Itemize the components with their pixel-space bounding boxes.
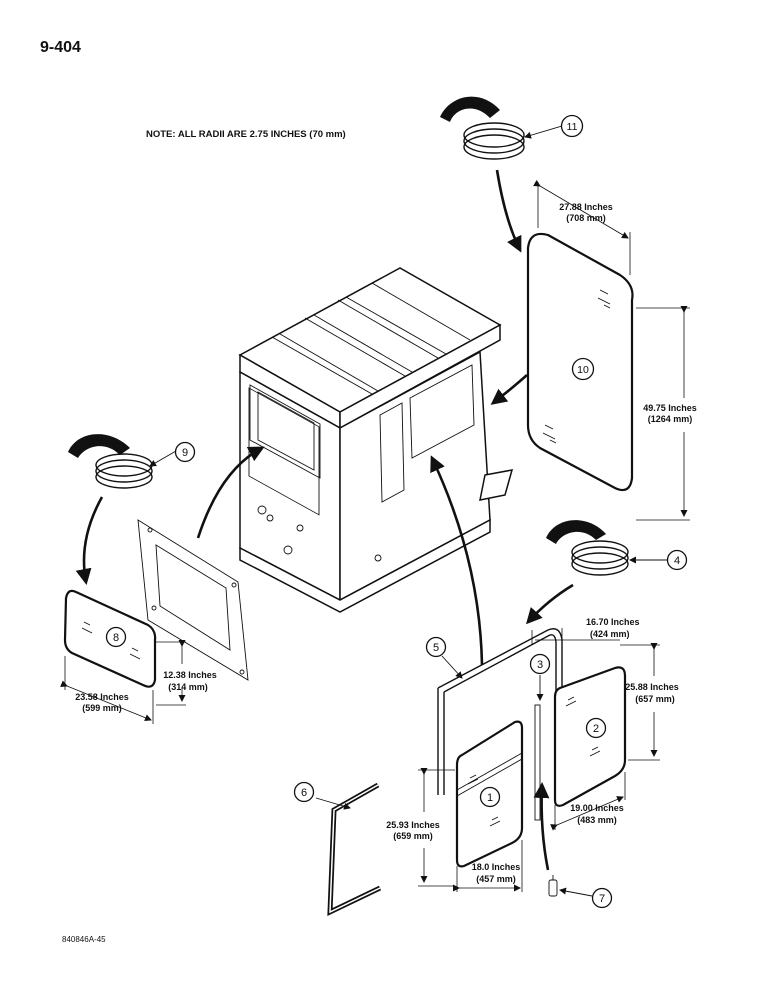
radii-note: NOTE: ALL RADII ARE 2.75 INCHES (70 mm) xyxy=(146,129,346,140)
gasket-11 xyxy=(440,96,525,160)
dim-label: 19.00 Inches xyxy=(570,803,624,813)
svg-text:2: 2 xyxy=(593,723,599,735)
dim-label: 25.93 Inches xyxy=(386,820,440,830)
gasket-9 xyxy=(68,434,153,489)
callout-leaders xyxy=(149,125,667,897)
svg-text:8: 8 xyxy=(113,632,119,644)
svg-text:10: 10 xyxy=(577,364,589,376)
dim-label: (1264 mm) xyxy=(648,414,693,424)
dim-label: (424 mm) xyxy=(590,629,630,639)
callout-bubble-2: 2 xyxy=(585,717,607,739)
seal-strip-6 xyxy=(327,782,382,917)
dim-label: (483 mm) xyxy=(577,815,617,825)
dim-label: (659 mm) xyxy=(393,831,433,841)
svg-text:3: 3 xyxy=(537,659,543,671)
dim-label: (599 mm) xyxy=(82,703,122,713)
svg-text:11: 11 xyxy=(567,121,578,133)
dim-label: (457 mm) xyxy=(476,874,516,884)
callout-bubble-3: 3 xyxy=(529,653,551,675)
page-number: 9-404 xyxy=(40,39,81,56)
dim-label: 27.88 Inches xyxy=(559,202,613,212)
dim-label: (708 mm) xyxy=(566,213,606,223)
figure-code: 840846A-45 xyxy=(62,935,106,944)
dim-label: 25.88 Inches xyxy=(625,682,679,692)
gasket-4 xyxy=(546,520,629,576)
callout-bubble-6: 6 xyxy=(293,781,315,803)
dim-label: 49.75 Inches xyxy=(643,403,697,413)
svg-text:9: 9 xyxy=(182,447,188,459)
callout-bubble-5: 5 xyxy=(425,636,447,658)
callout-bubble-4: 4 xyxy=(666,549,688,571)
callout-bubble-8: 8 xyxy=(105,626,127,648)
dimension-lines xyxy=(60,179,690,892)
gasket-plate xyxy=(137,519,249,681)
divider-strip-3 xyxy=(534,704,541,821)
svg-text:4: 4 xyxy=(674,555,680,567)
dim-label: 12.38 Inches xyxy=(163,670,217,680)
dimension-labels: 27.88 Inches (708 mm) 49.75 Inches (1264… xyxy=(75,202,697,884)
cab-frame xyxy=(238,267,514,613)
svg-text:6: 6 xyxy=(301,787,307,799)
dim-label: 23.58 Inches xyxy=(75,692,129,702)
dim-label: (314 mm) xyxy=(168,682,208,692)
callout-bubble-9: 9 xyxy=(174,441,196,463)
window-glass-2 xyxy=(553,666,627,807)
latch-7 xyxy=(548,875,558,897)
svg-text:5: 5 xyxy=(433,642,439,654)
assembly-arrows xyxy=(75,169,574,871)
dim-label: 18.0 Inches xyxy=(472,862,521,872)
callout-bubble-7: 7 xyxy=(591,887,613,909)
callout-bubble-10: 10 xyxy=(571,357,595,381)
svg-text:7: 7 xyxy=(599,893,605,905)
svg-text:1: 1 xyxy=(487,792,493,804)
callout-bubble-1: 1 xyxy=(479,786,501,808)
dim-label: (657 mm) xyxy=(635,694,675,704)
dim-label: 16.70 Inches xyxy=(586,617,640,627)
callout-bubble-11: 11 xyxy=(560,114,584,138)
